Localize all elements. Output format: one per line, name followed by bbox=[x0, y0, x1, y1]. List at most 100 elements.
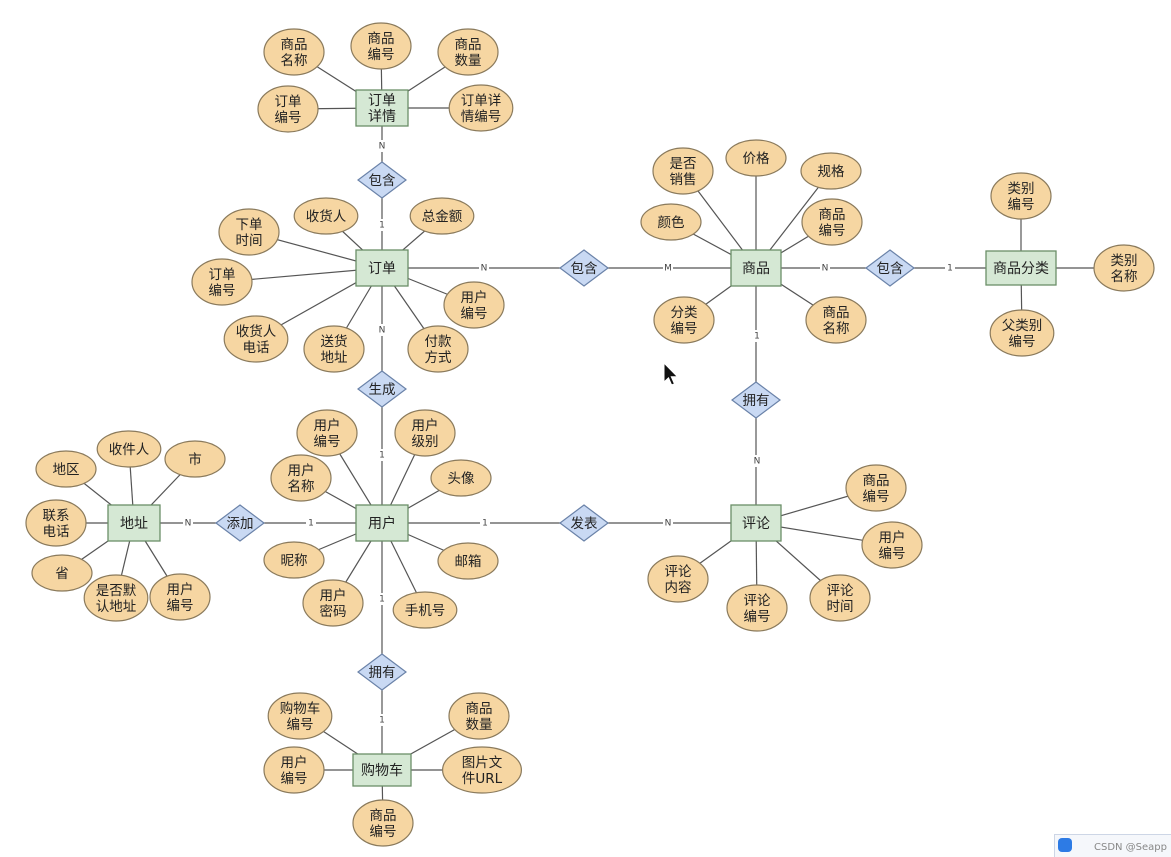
node-label: 总金额 bbox=[422, 209, 463, 225]
entity-box bbox=[985, 250, 1057, 286]
attribute: 商品编号 bbox=[845, 464, 907, 512]
node-label: 邮箱 bbox=[455, 554, 482, 570]
attribute: 用户编号 bbox=[443, 281, 505, 329]
node-label: 头像 bbox=[448, 471, 475, 487]
relationship-r_pc: 包含 bbox=[865, 249, 915, 287]
attribute-ellipse bbox=[392, 591, 458, 629]
cardinality-label: 1 bbox=[379, 221, 385, 231]
node-label: 商品编号 bbox=[370, 808, 397, 840]
attribute: 图片文件URL bbox=[442, 746, 523, 794]
attribute-ellipse bbox=[652, 147, 714, 195]
attribute: 用户级别 bbox=[394, 409, 456, 457]
cardinality-label: 1 bbox=[947, 264, 953, 274]
attribute-ellipse bbox=[83, 574, 149, 622]
cardinality-label: 1 bbox=[379, 716, 385, 726]
node-label: 用户 bbox=[368, 515, 396, 532]
node-label: 拥有 bbox=[743, 393, 770, 409]
node-label: 添加 bbox=[227, 516, 254, 532]
attribute: 商品数量 bbox=[437, 28, 499, 76]
attribute-ellipse bbox=[443, 281, 505, 329]
attribute: 商品编号 bbox=[801, 198, 863, 246]
entity-review: 评论 bbox=[730, 504, 782, 542]
node-label: 用户密码 bbox=[320, 587, 347, 620]
node-label: 用户编号 bbox=[879, 529, 906, 562]
attribute-ellipse bbox=[989, 309, 1055, 357]
cardinality-label: 1 bbox=[379, 595, 385, 605]
node-label: 商品分类 bbox=[993, 261, 1049, 277]
attribute-ellipse bbox=[350, 22, 412, 70]
attribute-ellipse bbox=[448, 692, 510, 740]
node-label: 昵称 bbox=[281, 553, 308, 569]
attribute: 用户编号 bbox=[861, 521, 923, 569]
cardinality-label: 1 bbox=[482, 519, 488, 529]
attribute: 购物车编号 bbox=[267, 692, 333, 740]
attribute-ellipse bbox=[430, 459, 492, 497]
relationship-diamond bbox=[559, 504, 609, 542]
cardinality-label: N bbox=[185, 519, 192, 529]
cardinality-bg bbox=[377, 449, 387, 461]
mouse-pointer-icon bbox=[663, 362, 679, 386]
cardinality-bg bbox=[183, 517, 193, 529]
cardinality-label: N bbox=[379, 326, 386, 336]
attribute: 昵称 bbox=[263, 541, 325, 579]
node-label: 付款方式 bbox=[425, 334, 452, 366]
attribute-ellipse bbox=[257, 85, 319, 133]
attribute-ellipse bbox=[96, 430, 162, 468]
attribute-ellipse bbox=[263, 746, 325, 794]
attribute-ellipse bbox=[640, 203, 702, 241]
entity-product: 商品 bbox=[730, 249, 782, 287]
relationship-diamond bbox=[357, 370, 407, 408]
node-label: 是否默认地址 bbox=[96, 583, 137, 615]
attribute-ellipse bbox=[394, 409, 456, 457]
node-label: 收货人电话 bbox=[236, 323, 277, 356]
attribute-ellipse bbox=[800, 152, 862, 190]
node-label: 拥有 bbox=[369, 665, 396, 681]
node-label: 生成 bbox=[369, 382, 396, 398]
attribute-ellipse bbox=[267, 692, 333, 740]
node-label: 地址 bbox=[120, 516, 148, 532]
relationship-diamond bbox=[215, 504, 265, 542]
cardinality-bg bbox=[752, 330, 762, 342]
relationship-r_pr: 拥有 bbox=[731, 381, 781, 419]
attribute-ellipse bbox=[726, 584, 788, 632]
entity-box bbox=[107, 504, 161, 542]
cardinality-label: 1 bbox=[754, 332, 760, 342]
cardinality-bg bbox=[945, 262, 955, 274]
attribute-ellipse bbox=[990, 172, 1052, 220]
cardinality-bg bbox=[479, 262, 489, 274]
watermark: CSDN @Seapp bbox=[1093, 842, 1167, 853]
attribute: 送货地址 bbox=[303, 325, 365, 373]
node-label: 评论时间 bbox=[827, 583, 855, 615]
cardinality-bg bbox=[663, 517, 673, 529]
attribute-ellipse bbox=[263, 541, 325, 579]
attribute: 评论时间 bbox=[809, 574, 871, 622]
attribute: 用户名称 bbox=[270, 454, 332, 502]
entity-address: 地址 bbox=[107, 504, 161, 542]
node-label: 送货地址 bbox=[321, 333, 348, 366]
attribute-ellipse bbox=[223, 315, 289, 363]
entity-user: 用户 bbox=[355, 504, 409, 542]
attribute: 头像 bbox=[430, 459, 492, 497]
relationship-r_od: 包含 bbox=[357, 161, 407, 199]
node-label: 手机号 bbox=[405, 603, 446, 619]
node-label: 父类别编号 bbox=[1002, 318, 1043, 350]
node-label: 订单详情 bbox=[368, 93, 396, 125]
attribute: 评论编号 bbox=[726, 584, 788, 632]
entity-box bbox=[355, 249, 409, 287]
attribute: 市 bbox=[164, 440, 226, 478]
node-label: 收货人 bbox=[306, 208, 347, 225]
attribute-ellipse bbox=[809, 574, 871, 622]
entity-order_detail: 订单详情 bbox=[355, 89, 409, 127]
node-label: 评论内容 bbox=[665, 564, 693, 596]
node-label: 商品名称 bbox=[823, 305, 850, 337]
attribute: 订单编号 bbox=[191, 258, 253, 306]
cardinality-label: 1 bbox=[379, 451, 385, 461]
node-label: 用户级别 bbox=[412, 417, 439, 450]
entity-category: 商品分类 bbox=[985, 250, 1057, 286]
cardinality-label: N bbox=[754, 457, 761, 467]
entity-box bbox=[730, 504, 782, 542]
node-label: 订单编号 bbox=[209, 267, 236, 299]
attribute-ellipse bbox=[407, 325, 469, 373]
attribute-ellipse bbox=[647, 555, 709, 603]
